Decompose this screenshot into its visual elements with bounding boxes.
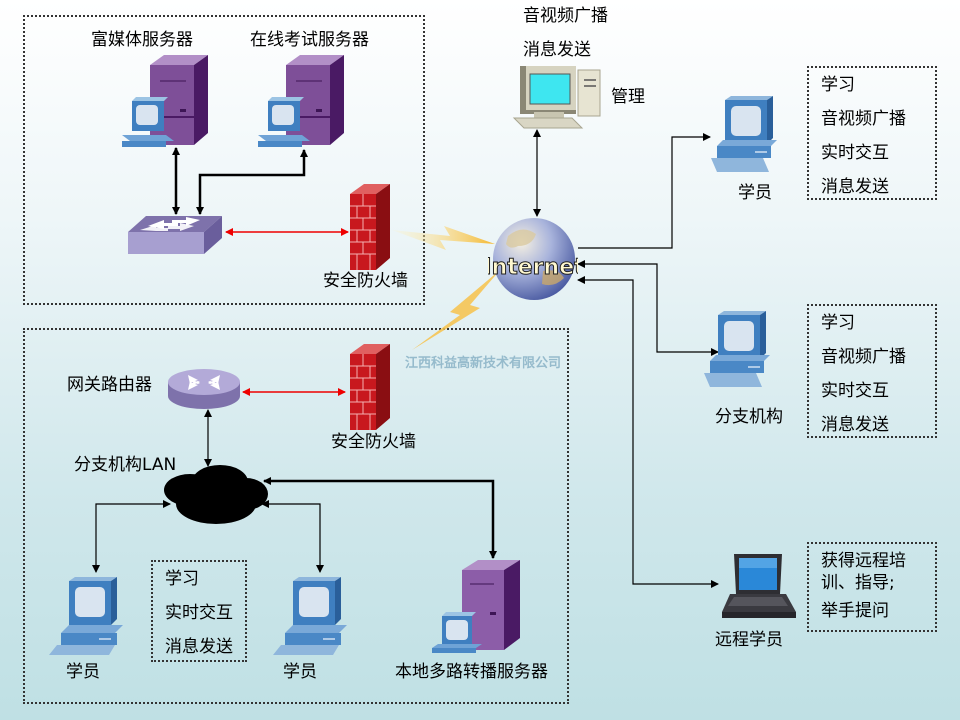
admin-av-broadcast-label: 音视频广播 bbox=[523, 6, 608, 26]
lan-cloud-icon bbox=[164, 465, 268, 524]
branch-lan-label: 分支机构LAN bbox=[74, 455, 177, 475]
student-feature: 音视频广播 bbox=[821, 109, 906, 129]
wire-internet-student bbox=[578, 133, 711, 249]
gateway-router-label: 网关路由器 bbox=[67, 375, 152, 395]
remote-feature: 举手提问 bbox=[821, 601, 889, 621]
wire-internet-branch bbox=[577, 260, 719, 356]
wireless-link-branch bbox=[412, 270, 500, 350]
lan-student-left-label: 学员 bbox=[66, 662, 100, 682]
internet-globe-icon: Internet bbox=[488, 218, 578, 300]
admin-computer-icon bbox=[512, 66, 601, 129]
branch-computer-icon bbox=[704, 311, 770, 387]
remote-feature: 训、指导; bbox=[821, 573, 895, 593]
remote-student-features-box: 获得远程培 训、指导; 举手提问 bbox=[807, 542, 937, 632]
lan-feature: 消息发送 bbox=[165, 637, 233, 657]
branch-label: 分支机构 bbox=[715, 407, 783, 427]
rich-media-server-icon bbox=[122, 55, 208, 147]
firewall-icon bbox=[350, 184, 390, 270]
branch-feature: 实时交互 bbox=[821, 381, 889, 401]
branch-firewall-label: 安全防火墙 bbox=[331, 432, 416, 452]
lan-student-left-computer-icon bbox=[49, 577, 123, 655]
wire-internet-remote bbox=[577, 276, 719, 588]
lan-features-box: 学习 实时交互 消息发送 bbox=[151, 560, 247, 662]
branch-feature: 消息发送 bbox=[821, 415, 889, 435]
remote-student-laptop-icon bbox=[722, 554, 796, 618]
branch-lan-group bbox=[23, 328, 569, 704]
branch-feature: 学习 bbox=[821, 313, 855, 333]
wire-lan-student-left bbox=[92, 500, 171, 573]
student-feature: 学习 bbox=[821, 75, 855, 95]
lan-feature: 实时交互 bbox=[165, 603, 233, 623]
switch-icon bbox=[128, 216, 222, 254]
wireless-link-datacenter bbox=[392, 226, 495, 250]
student-computer-icon bbox=[711, 96, 777, 172]
remote-feature: 获得远程培 bbox=[821, 551, 906, 571]
datacenter-group bbox=[23, 15, 425, 305]
branch-firewall-icon bbox=[350, 344, 390, 430]
online-exam-server-icon bbox=[258, 55, 344, 147]
datacenter-firewall-label: 安全防火墙 bbox=[323, 271, 408, 291]
lan-student-right-label: 学员 bbox=[283, 662, 317, 682]
company-watermark: 江西科益高新技术有限公司 bbox=[405, 356, 562, 371]
lan-feature: 学习 bbox=[165, 569, 199, 589]
online-exam-server-label: 在线考试服务器 bbox=[250, 30, 369, 50]
branch-feature: 音视频广播 bbox=[821, 347, 906, 367]
internet-label: Internet bbox=[488, 255, 578, 280]
lan-student-right-computer-icon bbox=[273, 577, 347, 655]
student-feature: 消息发送 bbox=[821, 177, 889, 197]
student-features-box: 学习 音视频广播 实时交互 消息发送 bbox=[807, 66, 937, 200]
remote-student-label: 远程学员 bbox=[715, 630, 783, 650]
rich-media-server-label: 富媒体服务器 bbox=[91, 30, 193, 50]
branch-features-box: 学习 音视频广播 实时交互 消息发送 bbox=[807, 304, 937, 438]
admin-manage-label: 管理 bbox=[611, 87, 645, 107]
multicast-server-icon bbox=[432, 560, 520, 653]
admin-message-label: 消息发送 bbox=[523, 40, 591, 60]
gateway-router-icon bbox=[168, 369, 240, 409]
wire-exam-switch bbox=[196, 149, 308, 215]
student-feature: 实时交互 bbox=[821, 143, 889, 163]
wire-lan-student-right bbox=[261, 500, 324, 573]
multicast-server-label: 本地多路转播服务器 bbox=[395, 662, 548, 682]
student-label: 学员 bbox=[738, 183, 772, 203]
wire-lan-multicast bbox=[263, 477, 497, 559]
